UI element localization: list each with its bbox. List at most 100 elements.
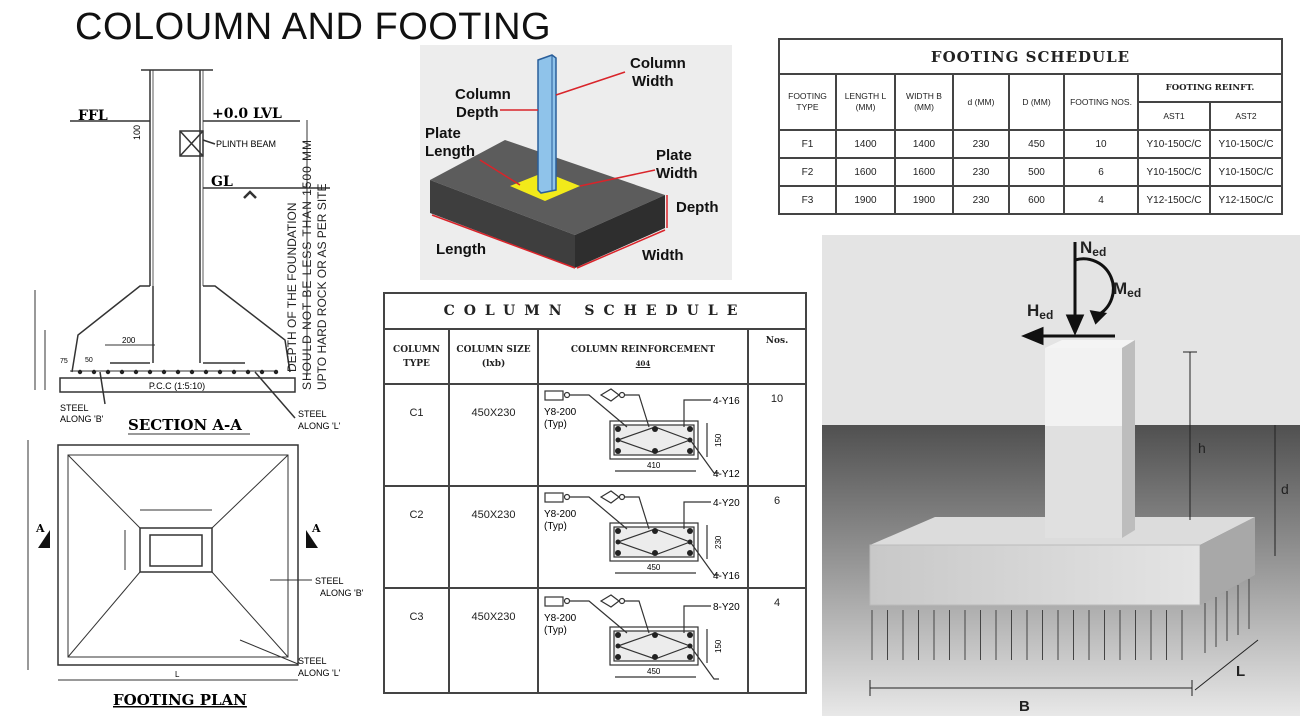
- rebar-dot: [203, 369, 209, 375]
- bar-a-label: 4-Y20: [713, 498, 740, 509]
- footing-cell: 600: [1008, 185, 1065, 215]
- column-section-detail: Y8-200 (Typ) 8-Y20 450 150: [544, 593, 740, 680]
- header-footing-nos: FOOTING NOS.: [1063, 73, 1139, 131]
- column-reinforcement-cell: Y8-200 (Typ) 4-Y16 4-Y12 410 150: [537, 383, 749, 487]
- dim-b-label: B: [1019, 698, 1030, 715]
- plan-steel-l-2: ALONG 'L': [298, 668, 341, 678]
- bar-a-label: 4-Y16: [713, 396, 740, 407]
- column-type-cell: C2: [383, 485, 450, 589]
- footing-cell: 6: [1063, 157, 1139, 187]
- rebar-dot: [147, 369, 153, 375]
- steel-l-label-1: STEEL: [298, 409, 327, 419]
- label-column-width-1: Column: [630, 55, 686, 72]
- steel-b-label-1: STEEL: [60, 403, 89, 413]
- label-depth: Depth: [676, 199, 719, 216]
- dim-100: 100: [132, 125, 142, 140]
- label-column-depth-1: Column: [455, 86, 511, 103]
- column-size-cell: 450X230: [448, 587, 539, 694]
- footing-schedule-title: FOOTING SCHEDULE: [778, 38, 1283, 75]
- plan-caption: FOOTING PLAN: [113, 691, 247, 709]
- header-footing-reinft: FOOTING REINFT.: [1137, 73, 1283, 103]
- section-rebar-dots: [77, 369, 279, 375]
- column-schedule-title: COLUMN SCHEDULE: [383, 292, 807, 330]
- bar-a-label: 8-Y20: [713, 602, 740, 613]
- header-ast1: AST1: [1137, 101, 1211, 131]
- plan-steel-l-1: STEEL: [298, 656, 327, 666]
- section-caption: SECTION A-A: [128, 416, 242, 434]
- pcc-label: P.C.C (1:5:10): [149, 381, 205, 391]
- ties-typ-label: (Typ): [544, 625, 567, 636]
- header-length: LENGTH L (MM): [835, 73, 896, 131]
- marker-a-left: A: [35, 522, 45, 535]
- footing-cell: Y12-150C/C: [1209, 185, 1283, 215]
- footing-cell: 1900: [835, 185, 896, 215]
- plinth-beam-label: PLINTH BEAM: [216, 139, 276, 149]
- column-size-cell: 450X230: [448, 383, 539, 487]
- note-line-2: SHOULD NOT BE LESS THAN 1500 MM: [300, 140, 314, 390]
- ties-label: Y8-200: [544, 613, 577, 624]
- label-plate-width-2: Width: [656, 165, 698, 182]
- footing-cell: Y10-150C/C: [1137, 129, 1211, 159]
- footing-cell: F1: [778, 129, 837, 159]
- footing-cell: Y10-150C/C: [1209, 129, 1283, 159]
- rebar-dot: [175, 369, 181, 375]
- column-reinforcement-cell: Y8-200 (Typ) 4-Y20 4-Y16 450 230: [537, 485, 749, 589]
- rebar-dot: [119, 369, 125, 375]
- footing-cell: 230: [952, 185, 1010, 215]
- header-column-size: COLUMN SIZE (lxb): [448, 328, 539, 385]
- footing3d-illustration: [822, 235, 1300, 716]
- plan-steel-b-2: ALONG 'B': [320, 588, 364, 598]
- label-plate-length-1: Plate: [425, 125, 461, 142]
- footing-cell: F2: [778, 157, 837, 187]
- plan-steel-b-1: STEEL: [315, 576, 344, 586]
- header-reinforcement-label: COLUMN REINFORCEMENT: [570, 344, 716, 355]
- steel-b-label-2: ALONG 'B': [60, 414, 104, 424]
- header-column-type: COLUMN TYPE: [383, 328, 450, 385]
- column-nos-cell: 4: [747, 587, 807, 694]
- rebar-dot: [105, 369, 111, 375]
- level-label: +0.0 LVL: [212, 106, 282, 122]
- column-row: C1 450X230 Y8-200 (Typ) 4: [383, 383, 807, 487]
- header-column-reinforcement: COLUMN REINFORCEMENT 404: [537, 328, 749, 385]
- rebar-dot: [245, 369, 251, 375]
- column-section-detail: Y8-200 (Typ) 4-Y16 4-Y12 410 150: [544, 388, 740, 480]
- force-n-label: Ned: [1080, 238, 1106, 259]
- dim-height-label: 150: [714, 433, 723, 447]
- column3d-illustration: [430, 54, 668, 269]
- header-width: WIDTH B (MM): [894, 73, 954, 131]
- section-a-a-drawing: [34, 69, 330, 435]
- dim-width-label: 450: [647, 667, 661, 676]
- rebar-dot: [161, 369, 167, 375]
- footing-cell: 10: [1063, 129, 1139, 159]
- label-plate-width-1: Plate: [656, 147, 692, 164]
- ties-typ-label: (Typ): [544, 521, 567, 532]
- label-width: Width: [642, 247, 684, 264]
- column-size-cell: 450X230: [448, 485, 539, 589]
- footing-cell: 1400: [894, 129, 954, 159]
- column-type-cell: C1: [383, 383, 450, 487]
- column-type-cell: C3: [383, 587, 450, 694]
- rebar-dot: [189, 369, 195, 375]
- gl-label: GL: [211, 174, 233, 190]
- header-reinforcement-sub: 404: [635, 358, 651, 368]
- note-line-3: UPTO HARD ROCK OR AS PER SITE: [315, 184, 329, 390]
- header-ast2: AST2: [1209, 101, 1283, 131]
- column-nos-cell: 6: [747, 485, 807, 589]
- column-section-detail: Y8-200 (Typ) 4-Y20 4-Y16 450 230: [544, 490, 740, 582]
- rebar-dot: [217, 369, 223, 375]
- footing-cell: 1400: [835, 129, 896, 159]
- bar-b-label: 4-Y16: [713, 571, 740, 582]
- section-marker-left-icon: [38, 530, 50, 548]
- footing-cell: 1600: [835, 157, 896, 187]
- plan-dim-l: L: [175, 670, 180, 679]
- header-nos: Nos.: [747, 328, 807, 385]
- footing-cell: 500: [1008, 157, 1065, 187]
- label-column-depth-2: Depth: [456, 104, 499, 121]
- footing-cell: 230: [952, 157, 1010, 187]
- rebar-dot: [231, 369, 237, 375]
- ffl-label: FFL: [78, 108, 108, 124]
- page-title: COLOUMN AND FOOTING: [75, 6, 552, 48]
